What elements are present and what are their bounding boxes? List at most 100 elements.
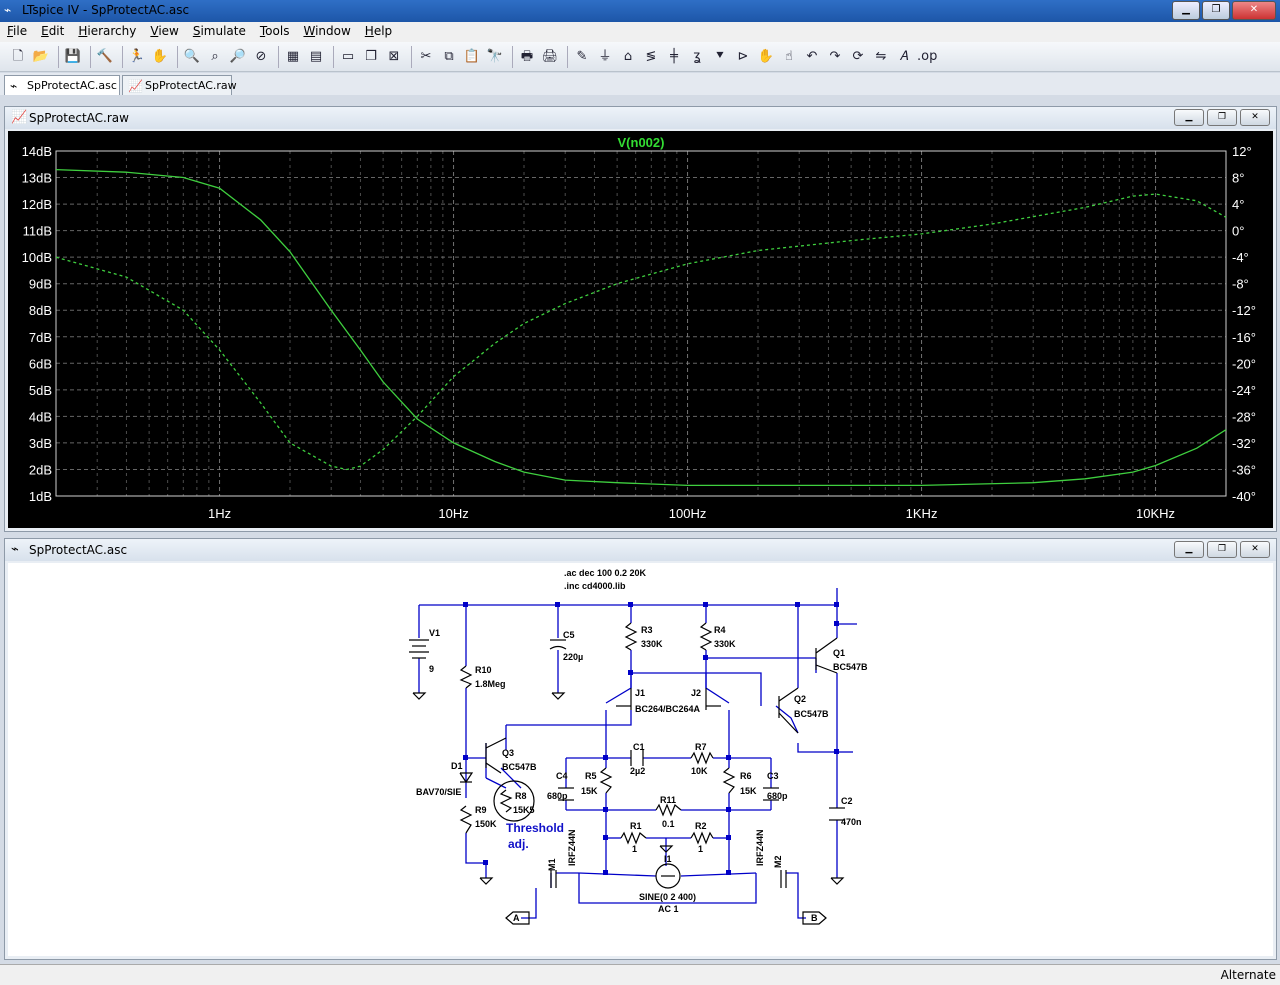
schem-minimize-button[interactable]: ▁ — [1174, 541, 1204, 558]
y2-tick-label: -36° — [1232, 462, 1256, 477]
diode-icon[interactable]: ⯆ — [714, 48, 726, 64]
zoom-in-icon[interactable]: 🔍 — [183, 48, 201, 64]
rotate-icon[interactable]: ⟳ — [852, 48, 864, 64]
schem-restore-button[interactable]: ❐ — [1207, 541, 1237, 558]
plot-minimize-button[interactable]: ▁ — [1174, 109, 1204, 126]
y2-tick-label: -40° — [1232, 489, 1256, 504]
control-panel-icon[interactable]: 🔨 — [96, 48, 114, 64]
cascade-icon[interactable]: ❐ — [365, 48, 377, 64]
spice-directive-icon[interactable]: .op — [917, 48, 938, 64]
part-ref: R10 — [475, 665, 492, 675]
run-icon[interactable]: 🏃 — [128, 48, 146, 64]
y2-tick-label: 12° — [1232, 144, 1252, 159]
trace-title: V(n002) — [618, 135, 665, 150]
capacitor-icon[interactable]: ╪ — [670, 48, 678, 64]
halt-icon[interactable]: ✋ — [151, 48, 169, 64]
zoom-out-icon[interactable]: 🔎 — [229, 48, 247, 64]
magnitude-trace — [55, 168, 1227, 487]
toolbar-separator — [278, 45, 279, 68]
threshold-label: Threshold — [506, 821, 564, 835]
grid-icon[interactable]: ▤ — [309, 48, 323, 64]
plot-close-button[interactable]: ✕ — [1240, 109, 1270, 126]
new-schematic-icon[interactable]: 🗋 — [12, 48, 24, 64]
menu-help[interactable]: Help — [364, 24, 393, 38]
part-ref: C4 — [556, 771, 568, 781]
print-icon[interactable]: 🖨 — [541, 48, 559, 64]
y-tick-label: 7dB — [29, 330, 52, 345]
wire-icon[interactable]: ✎ — [576, 48, 588, 64]
menu-edit[interactable]: Edit — [41, 24, 65, 38]
net-label-a: A — [513, 913, 520, 923]
part-ref: Q3 — [502, 748, 514, 758]
tab-schematic[interactable]: ⌁ SpProtectAC.asc — [4, 75, 120, 95]
inductor-icon[interactable]: ʓ — [693, 48, 701, 64]
mirror-icon[interactable]: ⇋ — [875, 48, 887, 64]
part-value: 330K — [714, 639, 736, 649]
ground-icon[interactable]: ⏚ — [598, 48, 612, 64]
menu-hierarchy[interactable]: Hierarchy — [78, 24, 137, 38]
menu-view[interactable]: View — [150, 24, 179, 38]
waveform-window-titlebar: 📈 SpProtectAC.raw ▁ ❐ ✕ — [5, 107, 1276, 129]
components — [409, 622, 845, 925]
menu-file[interactable]: File — [7, 24, 28, 38]
toolbar-separator — [333, 45, 334, 68]
plot-restore-button[interactable]: ❐ — [1207, 109, 1237, 126]
component-icon[interactable]: ⊳ — [737, 48, 749, 64]
junctions — [463, 602, 839, 875]
y-tick-label: 1dB — [29, 489, 52, 504]
part-ref: C2 — [841, 796, 853, 806]
minimize-button[interactable]: ▁ — [1172, 1, 1200, 20]
close-window-icon[interactable]: ⊠ — [388, 48, 400, 64]
part-ref: R9 — [475, 805, 487, 815]
schematic-window: ⌁ SpProtectAC.asc ▁ ❐ ✕ — [4, 538, 1277, 960]
part-ref: R7 — [695, 742, 707, 752]
i1-ac-label: AC 1 — [658, 904, 679, 914]
paste-icon[interactable]: 📋 — [463, 48, 481, 64]
tile-horizontal-icon[interactable]: ▭ — [341, 48, 355, 64]
y-tick-label: 6dB — [29, 356, 52, 371]
status-bar: Alternate — [0, 964, 1280, 985]
autorange-icon[interactable]: ▦ — [286, 48, 300, 64]
part-value: 470n — [841, 817, 862, 827]
y2-tick-label: -16° — [1232, 330, 1256, 345]
toolbar-separator — [177, 45, 178, 68]
schematic-canvas[interactable]: .ac dec 100 0.2 20K .inc cd4000.lib V1 9… — [8, 563, 1273, 956]
print-setup-icon[interactable]: 🖶 — [520, 48, 534, 64]
drag-icon[interactable]: ☝ — [785, 48, 793, 64]
label-net-icon[interactable]: ⌂ — [623, 48, 633, 64]
menu-tools[interactable]: Tools — [259, 24, 290, 38]
y2-tick-label: -20° — [1232, 356, 1256, 371]
schem-close-button[interactable]: ✕ — [1240, 541, 1270, 558]
y-tick-label: 10dB — [22, 250, 52, 265]
part-value: 9 — [429, 664, 434, 674]
copy-icon[interactable]: ⧉ — [444, 48, 454, 64]
move-icon[interactable]: ✋ — [757, 48, 775, 64]
menu-simulate[interactable]: Simulate — [192, 24, 246, 38]
redo-icon[interactable]: ↷ — [829, 48, 841, 64]
part-value: BC547B — [794, 709, 829, 719]
maximize-button[interactable]: ❐ — [1202, 1, 1230, 20]
part-value: 680p — [767, 791, 788, 801]
cut-icon[interactable]: ✂ — [420, 48, 432, 64]
y2-tick-label: -12° — [1232, 303, 1256, 318]
resistor-icon[interactable]: ≶ — [645, 48, 657, 64]
part-ref: Q2 — [794, 694, 806, 704]
toolbar-separator — [122, 45, 123, 68]
open-icon[interactable]: 📂 — [32, 48, 50, 64]
threshold-adj-label: adj. — [508, 837, 529, 851]
find-icon[interactable]: 🔭 — [486, 48, 504, 64]
pan-icon[interactable]: ⌕ — [211, 48, 219, 64]
undo-icon[interactable]: ↶ — [806, 48, 818, 64]
y-tick-label: 4dB — [29, 409, 52, 424]
part-value: IRFZ44N — [567, 829, 577, 866]
part-value: 0.1 — [662, 819, 675, 829]
close-button[interactable]: ✕ — [1232, 1, 1276, 20]
menu-window[interactable]: Window — [303, 24, 351, 38]
part-value: 15K — [581, 786, 598, 796]
part-ref: R4 — [714, 625, 726, 635]
save-icon[interactable]: 💾 — [64, 48, 82, 64]
zoom-fit-icon[interactable]: ⊘ — [255, 48, 267, 64]
text-icon[interactable]: 𝐴 — [899, 48, 909, 64]
tab-waveform[interactable]: 📈 SpProtectAC.raw — [122, 75, 237, 95]
